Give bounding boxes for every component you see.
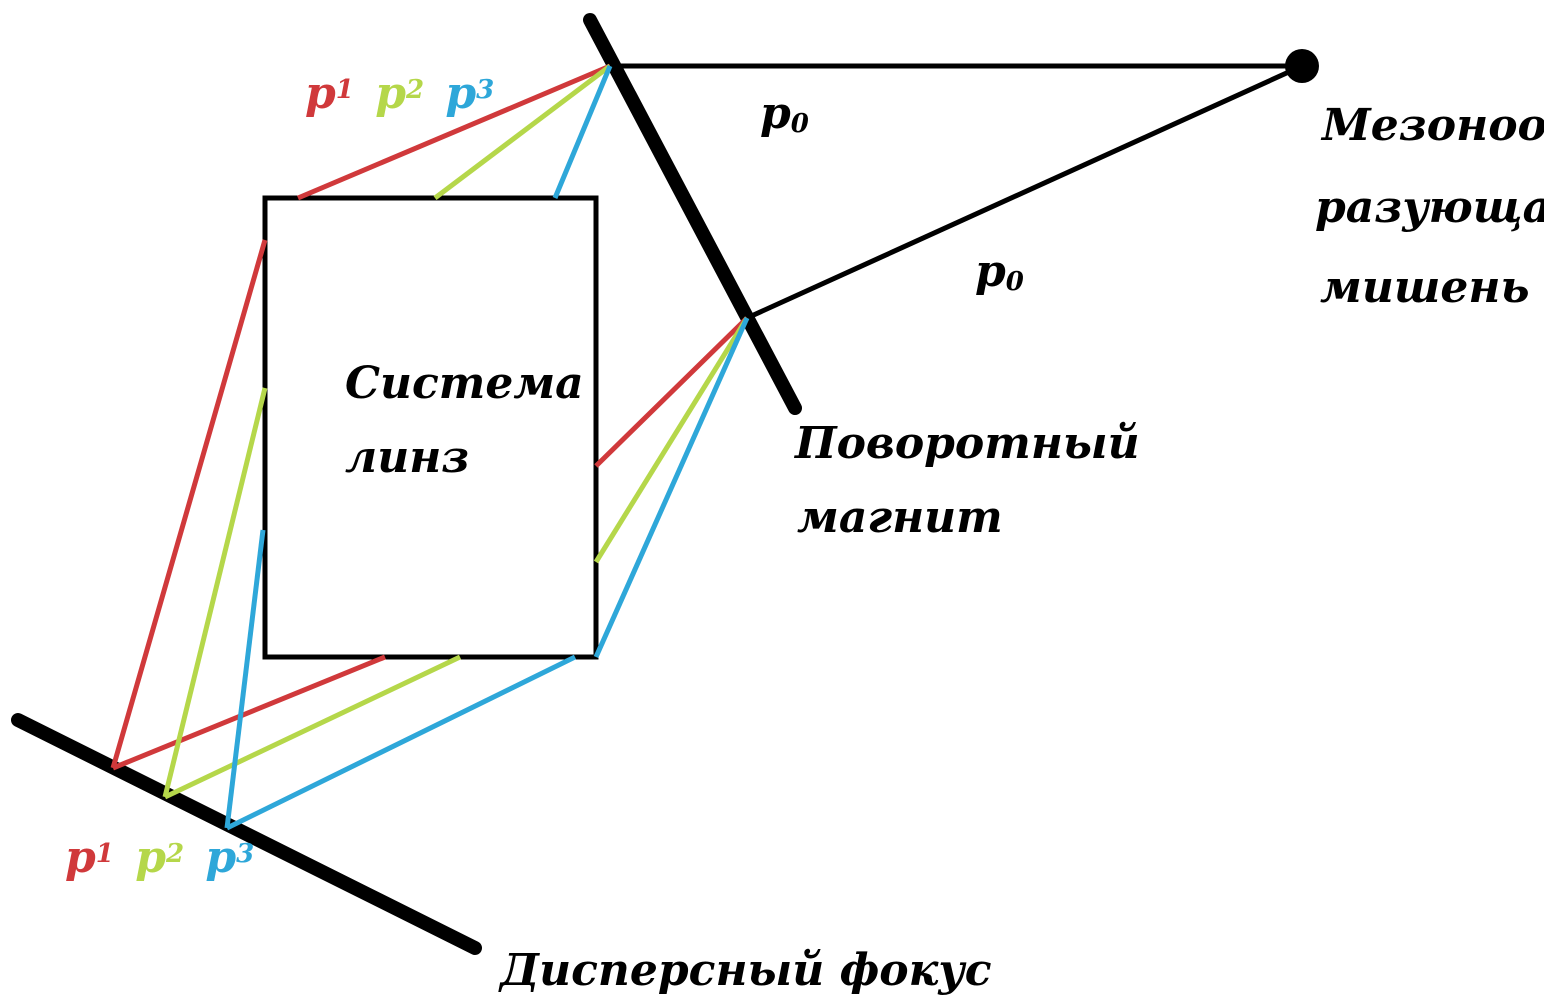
label-dispersive-focus: Дисперсный фокус <box>498 945 992 996</box>
label-lens-line1: Система <box>345 358 584 409</box>
lens-system-box <box>262 195 599 660</box>
beam-p2-path <box>162 64 750 800</box>
beam-p3-top-segment <box>552 65 613 199</box>
beam-p1-top-segment <box>297 63 611 201</box>
legend-top-p3: p <box>445 68 476 119</box>
beam-p3-bottom-segment <box>225 654 577 831</box>
legend-top-p2: p <box>375 68 406 119</box>
label-lens-line2: линз <box>345 432 469 483</box>
beam-p3-path <box>224 65 750 831</box>
beam-p1-left-segment <box>110 239 268 769</box>
beam-p1-bottom-segment <box>112 654 386 771</box>
rotating-magnet-bar <box>583 13 802 415</box>
label-magnet-line1: Поворотный <box>793 418 1140 469</box>
label-magnet-line2: магнит <box>797 492 1003 543</box>
beam-p3-right-segment <box>593 316 750 659</box>
beam-p2-left-segment <box>162 387 268 798</box>
label-target-line2: разующая <box>1315 182 1544 233</box>
legend-bottom-p3: p <box>205 832 236 883</box>
beam-p1-right-segment <box>594 316 749 468</box>
legend-bottom-p2: p <box>135 832 166 883</box>
label-target-line1: Мезонооб- <box>1320 100 1544 151</box>
label-p0-lower: p0 <box>975 246 1024 297</box>
beam-p3-left-segment <box>224 529 266 829</box>
beam-p1-path <box>110 63 749 771</box>
label-target-line3: мишень <box>1320 262 1529 313</box>
legend-top-p1: p <box>305 68 336 119</box>
beam-p2-bottom-segment <box>163 654 462 800</box>
legend-bottom: p1 p2 p3 <box>65 822 254 883</box>
beam-p0-lower <box>745 63 1304 321</box>
beam-p2-top-segment <box>433 64 612 200</box>
legend-top: p1 p2 p3 <box>305 58 494 119</box>
label-p0-upper: p0 <box>760 88 809 139</box>
dispersive-focus-bar <box>11 713 482 955</box>
legend-bottom-p1: p <box>65 832 96 883</box>
target-point <box>1285 49 1319 83</box>
beam-p2-right-segment <box>593 316 750 564</box>
